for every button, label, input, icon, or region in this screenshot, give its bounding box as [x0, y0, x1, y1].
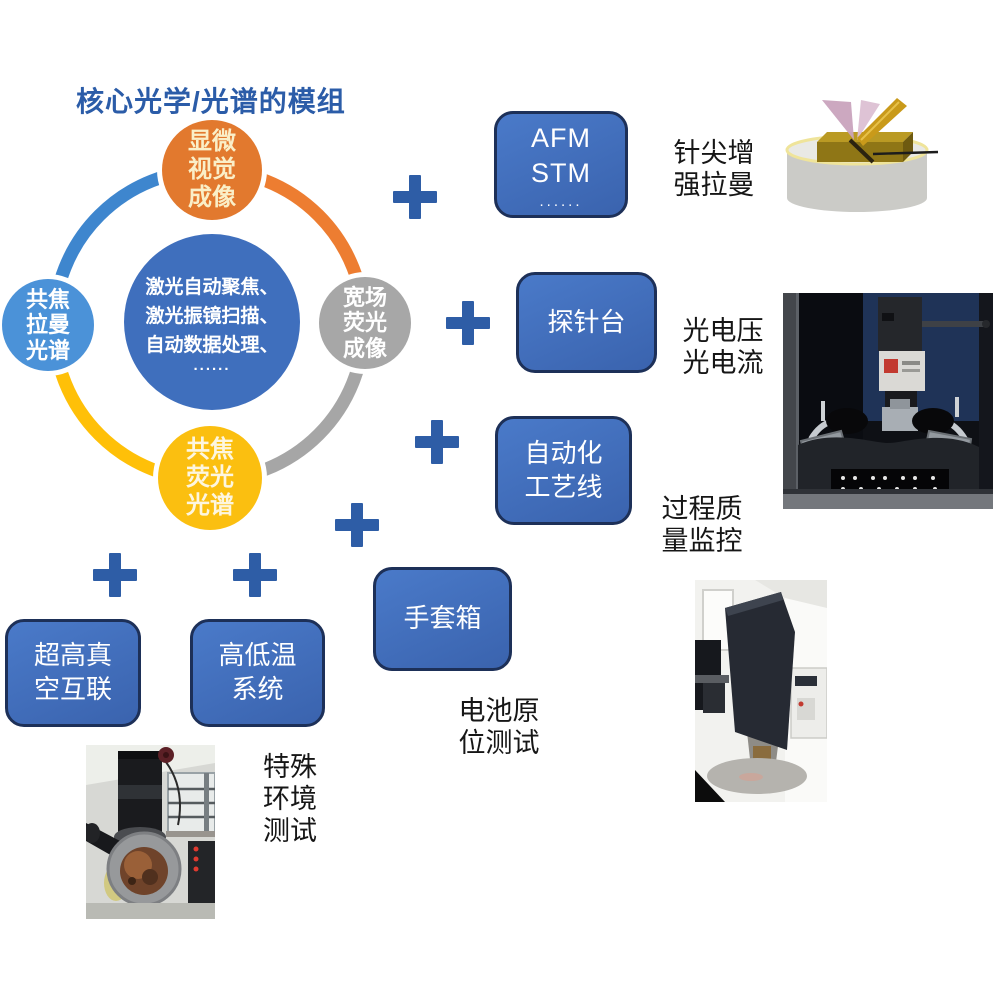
node-line: 光谱: [186, 491, 234, 519]
label-line: 过程质: [661, 494, 743, 524]
page-title: 核心光学/光谱的模组: [76, 86, 346, 117]
module-ultra-high-vacuum: 超高真 空互联: [5, 619, 141, 727]
module-high-low-temperature: 高低温 系统: [190, 619, 325, 727]
node-line: 宽场: [342, 284, 387, 310]
hub-line: 激光振镜扫描、: [145, 306, 279, 328]
node-line: 显微: [188, 128, 236, 156]
module-line: 手套箱: [403, 603, 482, 634]
photo-vacuum-chamber: [86, 745, 215, 919]
module-automated-process-line: 自动化 工艺线: [495, 416, 632, 525]
plus-icon: [415, 420, 459, 464]
plus-icon: [335, 503, 379, 547]
hub-line: 激光自动聚焦、: [145, 276, 279, 298]
label-line: 光电流: [682, 347, 764, 378]
node-line: 荧光: [342, 310, 387, 336]
module-line: 空互联: [33, 674, 112, 704]
module-line: 工艺线: [524, 471, 603, 502]
module-line: 自动化: [524, 437, 603, 468]
label-tip-enhanced-raman: 针尖增 强拉曼: [668, 138, 760, 202]
module-afm-stm: AFM STM ......: [494, 111, 628, 218]
label-special-environment-test: 特殊 环境 测试: [259, 752, 321, 848]
hub-line: 自动数据处理、: [145, 335, 279, 357]
label-process-quality-monitoring: 过程质 量监控: [656, 494, 748, 558]
photo-probe-station: [783, 293, 993, 509]
label-line: 量监控: [661, 525, 743, 556]
plus-icon: [393, 175, 437, 219]
node-line: 共焦: [186, 436, 234, 464]
module-line: 高低温: [218, 640, 297, 671]
node-confocal-fluorescence: 共焦 荧光 光谱: [158, 426, 262, 530]
module-probe-station: 探针台: [516, 272, 657, 373]
hub-ellipsis: ......: [193, 356, 231, 374]
label-line: 电池原: [458, 696, 540, 726]
node-line: 拉曼: [25, 312, 70, 338]
plus-icon: [93, 553, 137, 597]
node-line: 光谱: [25, 337, 70, 363]
label-photovoltage-photocurrent: 光电压 光电流: [677, 316, 769, 380]
module-line: 超高真: [33, 640, 112, 671]
node-confocal-raman: 共焦 拉曼 光谱: [2, 279, 94, 371]
hub-center-circle: 激光自动聚焦、 激光振镜扫描、 自动数据处理、 ......: [124, 234, 300, 410]
node-line: 共焦: [25, 286, 70, 312]
node-microscope-vision-imaging: 显微 视觉 成像: [162, 120, 262, 220]
node-widefield-fluorescence: 宽场 荧光 成像: [319, 277, 411, 369]
module-line: STM: [531, 158, 591, 188]
module-glovebox: 手套箱: [373, 567, 512, 671]
photo-glovebox-machine: [695, 580, 827, 802]
label-line: 光电压: [682, 316, 764, 346]
module-ellipsis: ......: [539, 193, 583, 211]
label-battery-insitu-test: 电池原 位测试: [453, 696, 545, 760]
module-line: AFM: [531, 122, 591, 153]
plus-icon: [233, 553, 277, 597]
label-line: 针尖增: [673, 138, 755, 168]
node-line: 荧光: [186, 464, 234, 492]
module-line: 探针台: [547, 306, 626, 337]
label-line: 强拉曼: [673, 169, 755, 200]
label-line: 位测试: [458, 727, 540, 758]
label-line: 特殊: [263, 752, 317, 782]
photo-tip-enhanced-raman: [783, 82, 979, 228]
node-line: 成像: [342, 335, 387, 361]
label-line: 环境: [263, 783, 317, 814]
node-line: 成像: [188, 183, 236, 211]
node-line: 视觉: [188, 156, 236, 184]
plus-icon: [446, 301, 490, 345]
label-line: 测试: [263, 815, 317, 846]
module-line: 系统: [231, 674, 284, 704]
